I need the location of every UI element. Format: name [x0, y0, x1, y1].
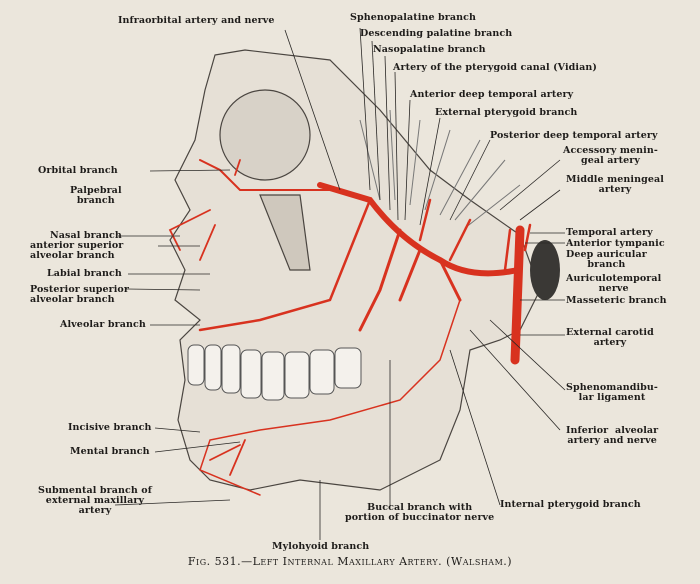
label-accessory-meningeal: Accessory menin- geal artery	[563, 145, 658, 166]
label-middle-meningeal: Middle meningeal artery	[566, 174, 664, 195]
teeth	[187, 344, 362, 401]
label-inferior-alveolar: Inferior alveolar artery and nerve	[566, 425, 659, 446]
label-incisive: Incisive branch	[68, 422, 152, 433]
label-deep-auricular: Deep auricular branch	[566, 249, 647, 270]
label-palpebral: Palpebral branch	[70, 185, 122, 206]
label-orbital: Orbital branch	[38, 165, 118, 176]
label-external-pterygoid: External pterygoid branch	[435, 107, 578, 118]
label-nasopalatine: Nasopalatine branch	[373, 44, 486, 55]
ear-canal	[530, 240, 560, 300]
label-anterior-deep-temporal: Anterior deep temporal artery	[410, 89, 574, 100]
label-masseteric: Masseteric branch	[566, 295, 667, 306]
label-posterior-superior-alveolar: Posterior superior alveolar branch	[30, 284, 129, 305]
label-alveolar: Alveolar branch	[60, 319, 146, 330]
label-temporal: Temporal artery	[566, 227, 653, 238]
label-nasal: Nasal branch	[50, 230, 122, 241]
label-sphenomandibular: Sphenomandibu- lar ligament	[566, 382, 658, 403]
label-mental: Mental branch	[70, 446, 150, 457]
leader-lines	[114, 27, 566, 540]
label-sphenopalatine: Sphenopalatine branch	[350, 12, 477, 23]
label-infraorbital: Infraorbital artery and nerve	[118, 15, 275, 26]
temporal-muscle-fibres	[359, 109, 521, 229]
label-buccal: Buccal branch with portion of buccinator…	[345, 502, 495, 523]
arteries	[168, 159, 532, 496]
label-descending-palatine: Descending palatine branch	[360, 28, 513, 39]
label-mylohyoid: Mylohyoid branch	[272, 541, 370, 552]
label-posterior-deep-temporal: Posterior deep temporal artery	[490, 130, 658, 141]
figure-caption: Fig. 531.—Left Internal Maxillary Artery…	[187, 555, 513, 568]
label-anterior-superior-alveolar: anterior superior alveolar branch	[30, 240, 124, 261]
label-pterygoid-canal: Artery of the pterygoid canal (Vidian)	[393, 62, 597, 73]
label-anterior-tympanic: Anterior tympanic	[566, 238, 665, 249]
label-labial: Labial branch	[47, 268, 122, 279]
label-auriculotemporal: Auriculotemporal nerve	[566, 273, 662, 294]
label-submental: Submental branch of external maxillary a…	[38, 485, 152, 516]
label-external-carotid: External carotid artery	[566, 327, 654, 348]
label-internal-pterygoid: Internal pterygoid branch	[500, 499, 641, 510]
